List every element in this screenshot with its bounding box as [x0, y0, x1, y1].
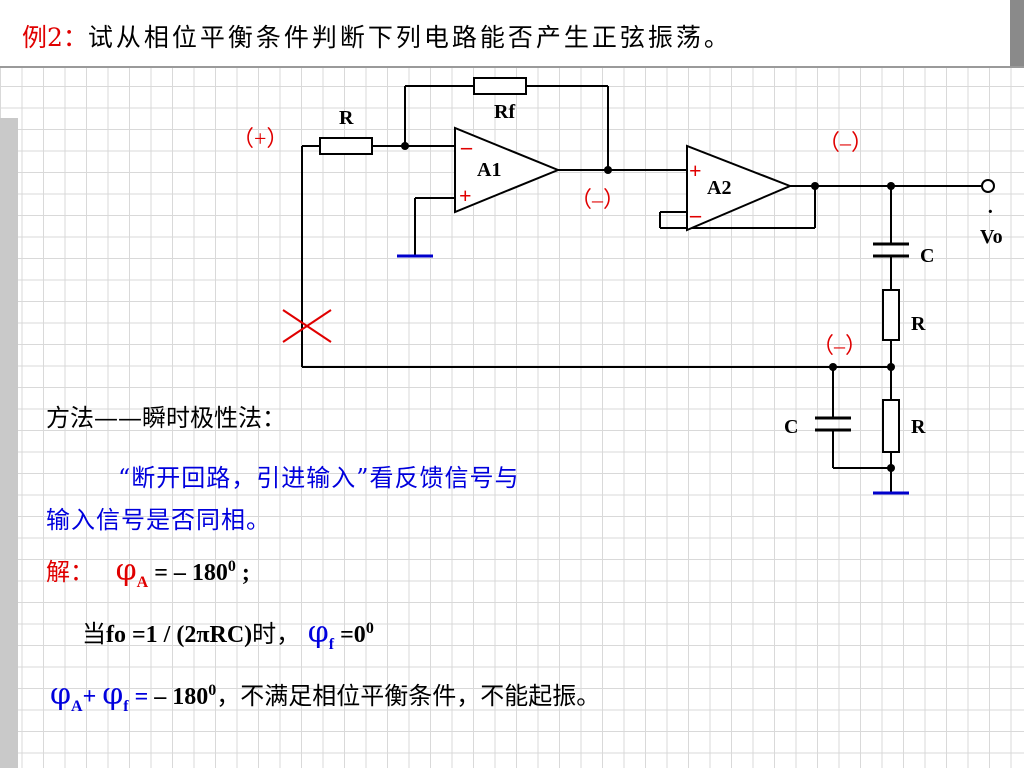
polarity-feedback: （–）: [812, 333, 867, 358]
solution-line-3: φA+ φf = – 1800，不满足相位平衡条件，不能起振。: [50, 676, 600, 716]
title-text: 试从相位平衡条件判断下列电路能否产生正弦振荡。: [87, 23, 732, 52]
break-mark: [282, 309, 332, 343]
polarity-a1-out: （–）: [570, 187, 625, 212]
resistor-rf: [473, 77, 527, 95]
conclusion-text: ，不满足相位平衡条件，不能起振。: [216, 682, 601, 710]
phi-f-symbol: φf: [307, 615, 335, 653]
phi-sum: φA+ φf =: [50, 677, 155, 715]
title-bar: 例2：试从相位平衡条件判断下列电路能否产生正弦振荡。: [0, 0, 1024, 68]
a1-plus-sign: +: [459, 183, 472, 208]
a2-plus-sign: +: [689, 158, 702, 183]
label-a2: A2: [707, 177, 731, 199]
opamp-a1: [454, 126, 561, 214]
label-r-bottom: R: [911, 416, 926, 438]
a2-minus-sign: –: [689, 202, 702, 227]
opamp-a2: [686, 144, 793, 232]
hint-line-1: “断开回路，引进输入”看反馈信号与: [118, 464, 520, 492]
resistor-r-mid: [882, 289, 900, 341]
label-c-bottom: C: [784, 416, 798, 438]
resistor-r-input: [319, 137, 373, 155]
solution-line-2: 当fo =1 / (2πRC)时， φf =00: [82, 615, 374, 653]
capacitor-c-bottom: [815, 416, 851, 432]
label-r-input: R: [339, 107, 354, 129]
example-label: 例2：: [22, 23, 88, 52]
phi-f-value: =00: [334, 620, 374, 648]
label-vo: Vo: [980, 226, 1003, 248]
label-rf: Rf: [494, 101, 515, 123]
title-right-strip: [1010, 0, 1024, 66]
phi-a-symbol: φA: [115, 553, 149, 591]
phi-a-value: = – 1800 ;: [148, 558, 250, 586]
capacitor-c-top: [873, 242, 909, 258]
method-heading: 方法——瞬时极性法：: [46, 404, 286, 432]
vo-terminal: [981, 179, 995, 193]
hint-line-2: 输入信号是否同相。: [46, 506, 271, 534]
a1-minus-sign: –: [460, 134, 473, 159]
label-a1: A1: [477, 159, 501, 181]
solution-label: 解：: [46, 558, 94, 586]
left-decor-strip: [0, 118, 18, 768]
polarity-input: （+）: [232, 126, 288, 151]
label-c-top: C: [920, 245, 934, 267]
label-vo-dot: ·: [987, 201, 994, 223]
solution-line-1: 解： φA = – 1800 ;: [46, 552, 250, 592]
sum-value: – 1800: [154, 682, 217, 710]
polarity-a2-out: （–）: [818, 130, 873, 155]
junction-dots: [401, 142, 895, 472]
page-title: 例2：试从相位平衡条件判断下列电路能否产生正弦振荡。: [22, 18, 732, 54]
label-r-mid: R: [911, 313, 926, 335]
resistor-r-bottom: [882, 399, 900, 453]
frequency-condition: fo =1 / (2πRC): [106, 622, 253, 648]
